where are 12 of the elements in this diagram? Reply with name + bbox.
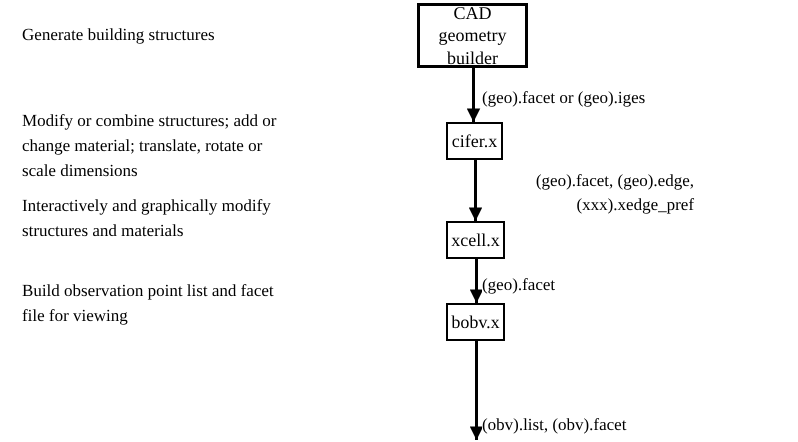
arrow — [468, 160, 482, 221]
process-box: cifer.x — [446, 122, 503, 160]
description-text: Generate building structures — [22, 24, 216, 46]
arrow — [470, 259, 484, 303]
description-text: Interactively and graphically modify structures and materials — [22, 195, 272, 242]
process-box: CAD geometry builder — [417, 3, 528, 68]
description-text: Modify or combine structures; add or change material; translate, rotate or scale dimensions — [22, 110, 278, 182]
process-box: bobv.x — [446, 303, 505, 341]
description-text: Build observation point list and facet file for viewing — [22, 280, 275, 327]
arrow — [470, 341, 484, 440]
arrow — [466, 68, 480, 122]
process-box: xcell.x — [446, 221, 505, 259]
